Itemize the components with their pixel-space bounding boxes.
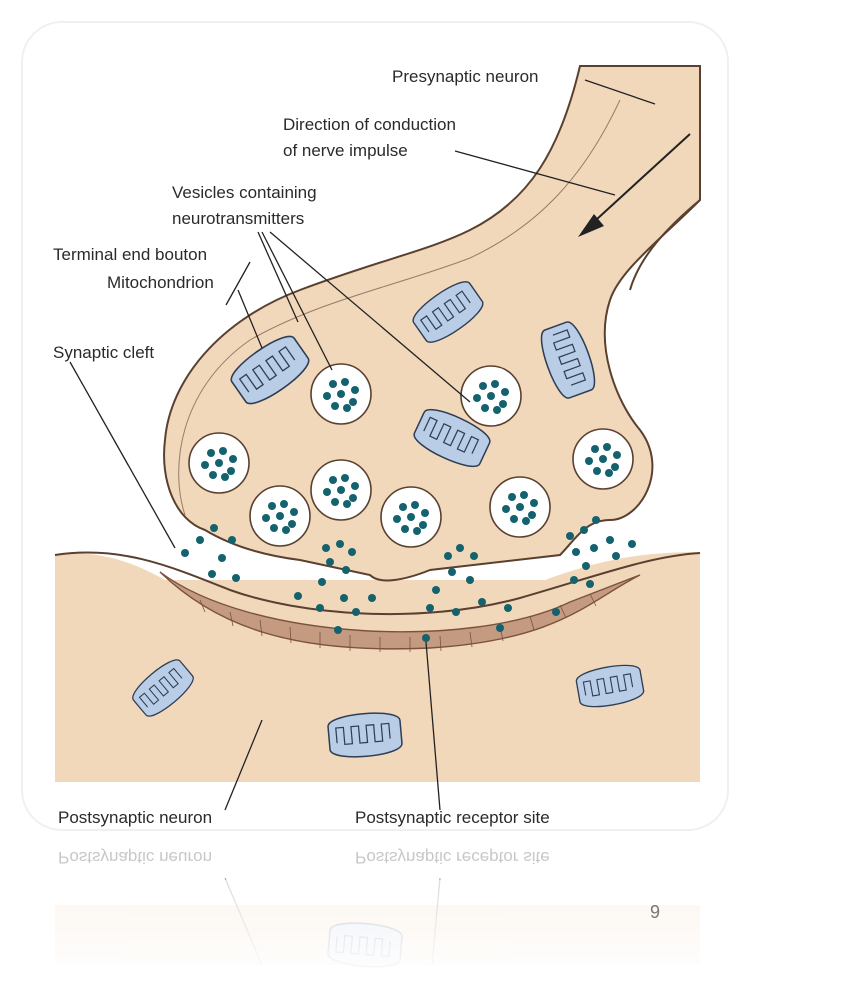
conduction-arrow-icon [578, 133, 691, 237]
postsynaptic-density [159, 571, 641, 650]
label-vesicles-line2: neurotransmitters [172, 209, 304, 228]
label-terminal-end-bouton: Terminal end bouton [53, 245, 207, 264]
label-presynaptic-neuron: Presynaptic neuron [392, 67, 538, 86]
mitochondrion-icon [326, 709, 404, 761]
label-synaptic-cleft: Synaptic cleft [53, 343, 154, 362]
axon-edge [629, 199, 701, 291]
figure-frame [21, 21, 729, 831]
reflection-postsynaptic-neuron: Postsynaptic neuron [58, 848, 212, 867]
reflection-fade [40, 880, 740, 983]
neurotransmitter-dots [181, 378, 636, 642]
density-striations [199, 593, 597, 652]
label-postsynaptic-neuron: Postsynaptic neuron [58, 808, 212, 827]
leader-lines [69, 79, 656, 811]
postsynaptic-membrane [54, 551, 701, 616]
presynaptic-inner-membrane [178, 99, 621, 516]
label-direction-line2: of nerve impulse [283, 141, 408, 160]
label-direction-line1: Direction of conduction [283, 115, 456, 134]
label-vesicles-line1: Vesicles containing [172, 183, 317, 202]
reflection-postsynaptic-receptor-site: Postsynaptic receptor site [355, 848, 550, 867]
label-postsynaptic-receptor-site: Postsynaptic receptor site [355, 808, 550, 827]
page-number: 9 [650, 902, 661, 922]
label-mitochondrion: Mitochondrion [107, 273, 214, 292]
